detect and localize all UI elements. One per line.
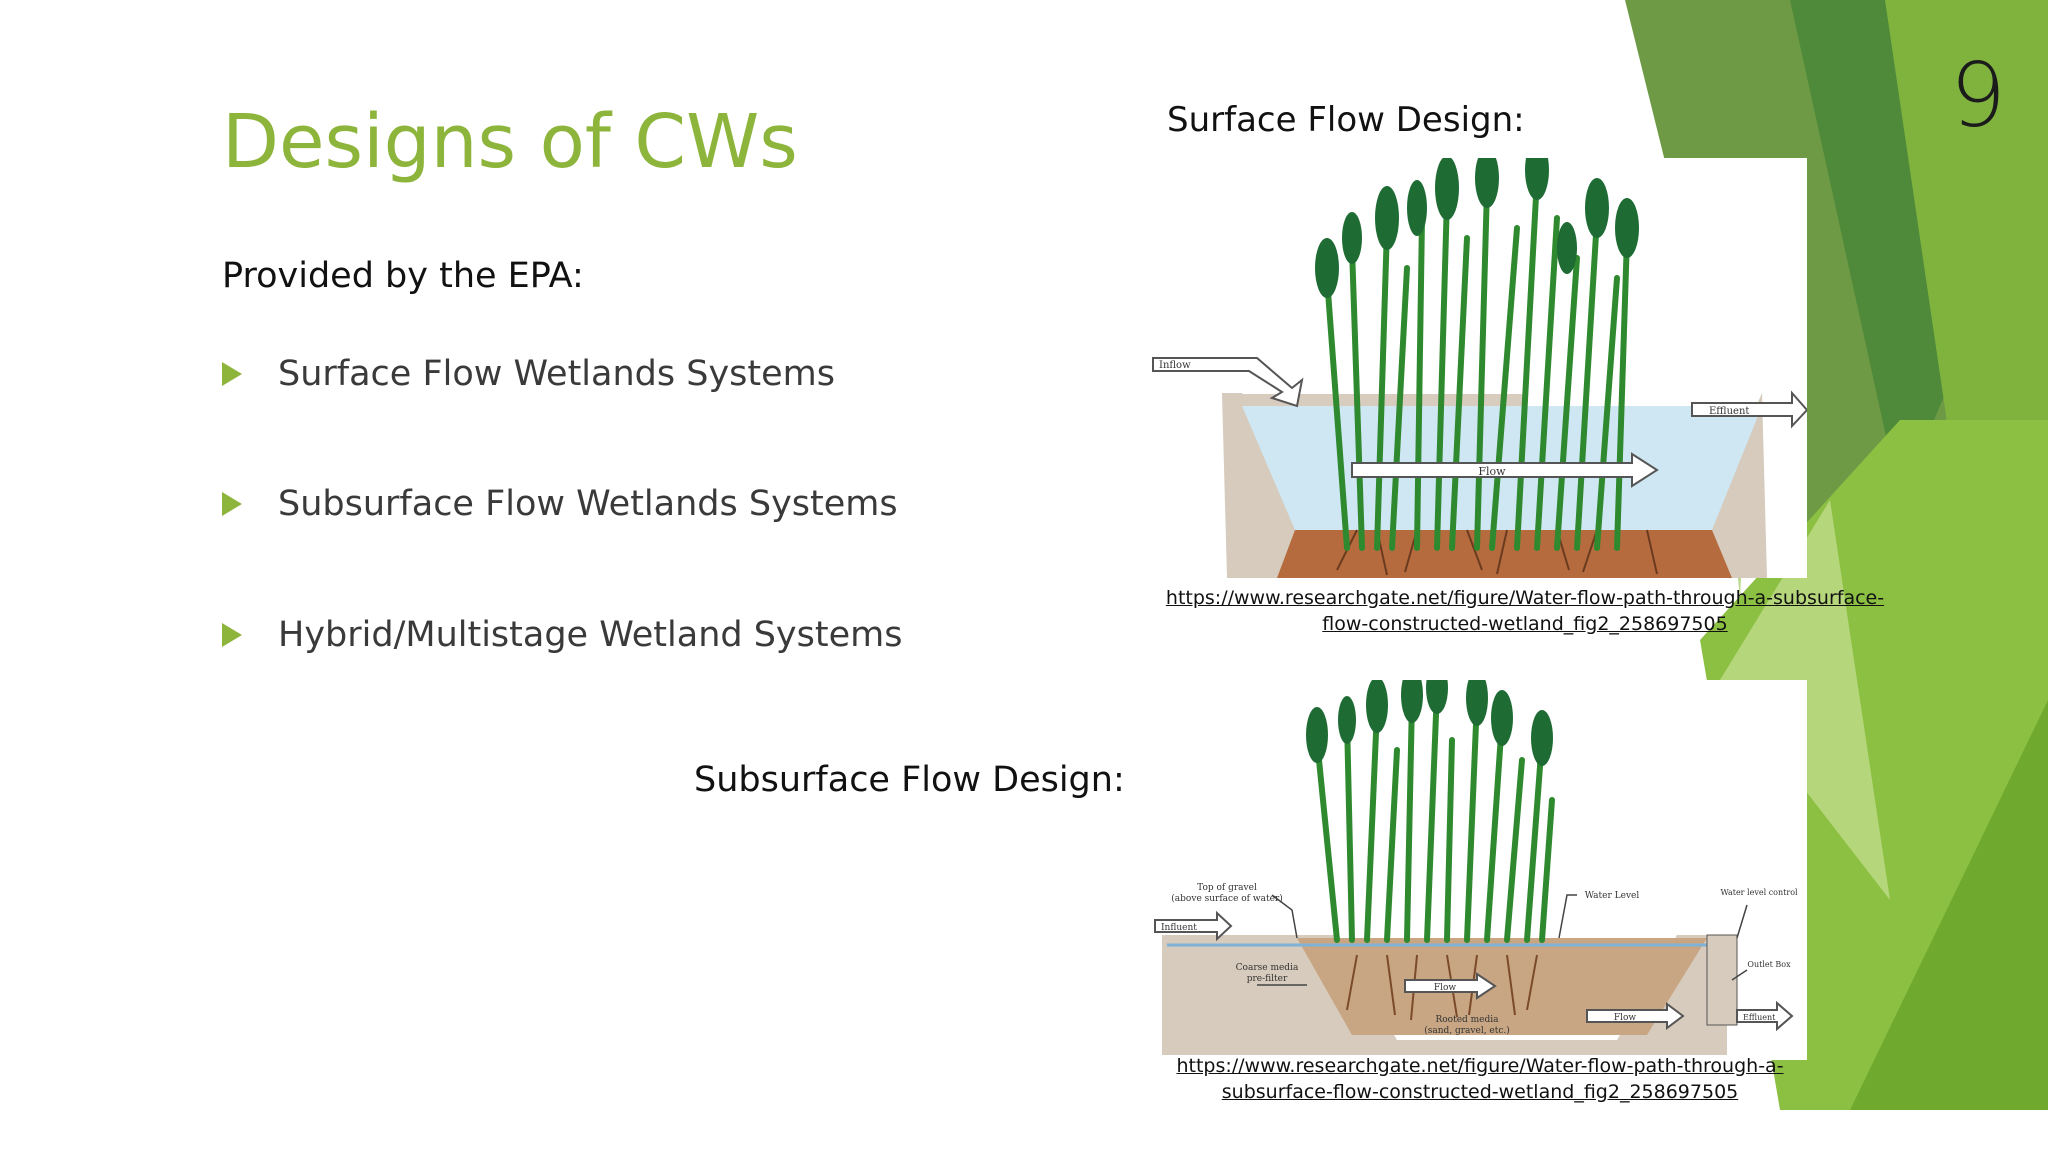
rooted-media-note: (sand, gravel, etc.)	[1424, 1025, 1510, 1036]
water-level-label: Water Level	[1585, 891, 1640, 901]
subsurface-flow-heading: Subsurface Flow Design:	[694, 760, 1125, 800]
triangle-bullet-icon	[222, 492, 242, 516]
bullet-label: Subsurface Flow Wetlands Systems	[278, 484, 898, 524]
top-of-gravel-label: Top of gravel	[1197, 883, 1257, 893]
slide-title: Designs of CWs	[222, 99, 798, 185]
influent-label: Influent	[1161, 923, 1197, 933]
subsurface-flow-source-link[interactable]: https://www.researchgate.net/figure/Wate…	[1140, 1053, 1820, 1105]
top-of-gravel-note: (above surface of water)	[1171, 893, 1282, 904]
outlet-box-label: Outlet Box	[1747, 960, 1791, 969]
bullet-label: Surface Flow Wetlands Systems	[278, 354, 835, 394]
subsurface-flow-illustration: Flow Flow Influent Effluent Top of grave…	[1154, 662, 1798, 1055]
slide-number: 9	[1950, 44, 2006, 147]
coarse-media-label: Coarse media	[1236, 963, 1299, 973]
inflow-label: Inflow	[1159, 360, 1191, 371]
bullet-item: Subsurface Flow Wetlands Systems	[222, 484, 898, 524]
intro-text: Provided by the EPA:	[222, 256, 584, 296]
bullet-item: Surface Flow Wetlands Systems	[222, 354, 835, 394]
surface-flow-diagram: Flow Inflow Effluent	[1147, 140, 1809, 578]
caption-line: https://www.researchgate.net/figure/Wate…	[1165, 587, 1885, 609]
triangle-bullet-icon	[222, 623, 242, 647]
caption-line: https://www.researchgate.net/figure/Wate…	[1176, 1055, 1784, 1077]
caption-line: subsurface-flow-constructed-wetland_fig2…	[1221, 1081, 1739, 1103]
subsurface-effluent-label: Effluent	[1743, 1013, 1776, 1022]
surface-flow-source-link[interactable]: https://www.researchgate.net/figure/Wate…	[1155, 585, 1895, 637]
triangle-bullet-icon	[222, 362, 242, 386]
subsurface-flow-diagram: Flow Flow Influent Effluent Top of grave…	[1147, 662, 1807, 1060]
pre-filter-label: pre-filter	[1247, 974, 1288, 984]
rooted-media-label: Rooted media	[1435, 1015, 1499, 1025]
bullet-label: Hybrid/Multistage Wetland Systems	[278, 615, 903, 655]
bullet-item: Hybrid/Multistage Wetland Systems	[222, 615, 902, 655]
subsurface-flow-outer-label: Flow	[1614, 1013, 1637, 1023]
effluent-label: Effluent	[1709, 406, 1749, 417]
water-level-control-label: Water level control	[1720, 888, 1798, 897]
caption-line: flow-constructed-wetland_fig2_258697505	[1322, 613, 1728, 635]
subsurface-flow-inner-label: Flow	[1434, 983, 1457, 993]
surface-flow-label: Flow	[1478, 465, 1506, 478]
surface-flow-heading: Surface Flow Design:	[1167, 100, 1525, 140]
surface-flow-illustration: Flow Inflow Effluent	[1152, 140, 1809, 578]
